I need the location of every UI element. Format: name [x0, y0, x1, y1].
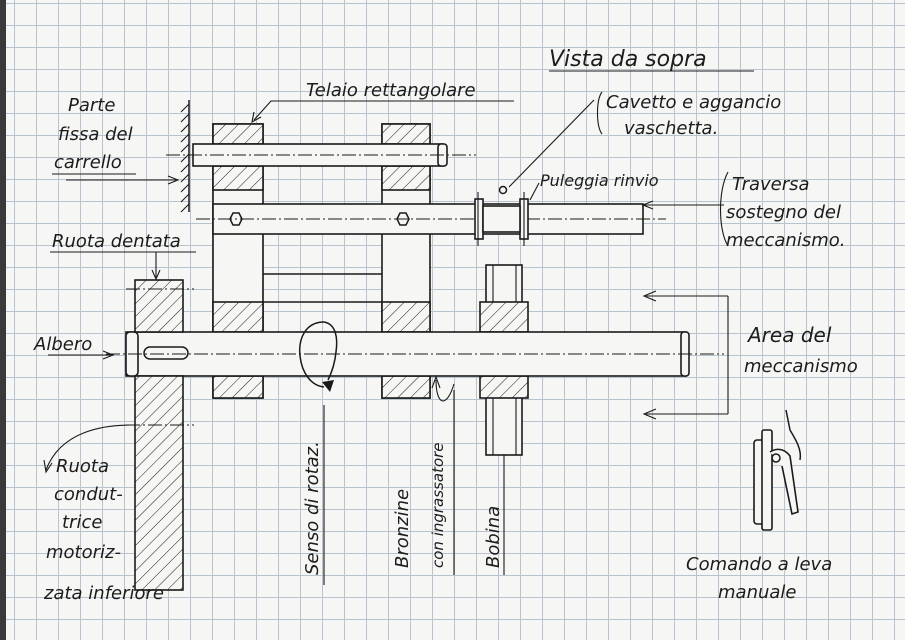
label-ruota-dentata: Ruota dentata	[52, 231, 181, 252]
drive-gear	[126, 279, 194, 591]
label-cavetto: Cavetto e aggancio	[606, 92, 781, 113]
label-motoriz: motoriz-	[46, 542, 121, 563]
label-bronzine: Bronzine	[392, 489, 413, 568]
label-trice: trice	[62, 512, 102, 533]
view-title: Vista da sopra	[549, 47, 707, 72]
main-shaft	[106, 331, 724, 377]
label-sostegno: sostegno del	[726, 202, 841, 223]
label-ruota: Ruota	[56, 456, 109, 477]
label-area-meccanismo: meccanismo	[744, 356, 858, 377]
callout-leaders	[43, 99, 724, 474]
label-puleggia: Puleggia rinvio	[540, 171, 659, 190]
idler-pulley	[474, 185, 529, 246]
rectangular-frame	[212, 123, 431, 399]
rotation-arrow	[298, 321, 338, 392]
mechanism-area-bracket	[642, 290, 729, 420]
label-zata-inferiore: zata inferiore	[43, 583, 164, 604]
fixed-carriage-wall	[180, 100, 190, 213]
upper-shaft	[166, 143, 476, 167]
annotation-brackets	[596, 91, 729, 247]
label-comando: Comando a leva	[686, 554, 832, 575]
label-meccanismo-traversa: meccanismo.	[726, 230, 846, 251]
label-senso: Senso di rotaz.	[302, 441, 323, 575]
label-carrello: carrello	[54, 152, 122, 173]
manual-lever-icon	[753, 409, 802, 531]
label-ingrassatore: con ingrassatore	[429, 442, 447, 568]
label-manuale: manuale	[718, 582, 797, 603]
label-area: Area del	[746, 323, 832, 347]
mechanism-drawing: Vista da sopra Parte fissa del carrello …	[33, 47, 858, 604]
bushing-pointer	[431, 375, 505, 575]
label-parte: Parte	[68, 95, 115, 116]
support-crossbar	[196, 203, 666, 235]
label-fissa-del: fissa del	[58, 124, 133, 145]
label-traversa: Traversa	[732, 174, 810, 195]
label-albero: Albero	[33, 334, 92, 355]
label-bobina: Bobina	[483, 506, 504, 568]
label-vaschetta: vaschetta.	[624, 118, 718, 139]
label-condut: condut-	[54, 484, 123, 505]
label-telaio: Telaio rettangolare	[306, 80, 476, 101]
